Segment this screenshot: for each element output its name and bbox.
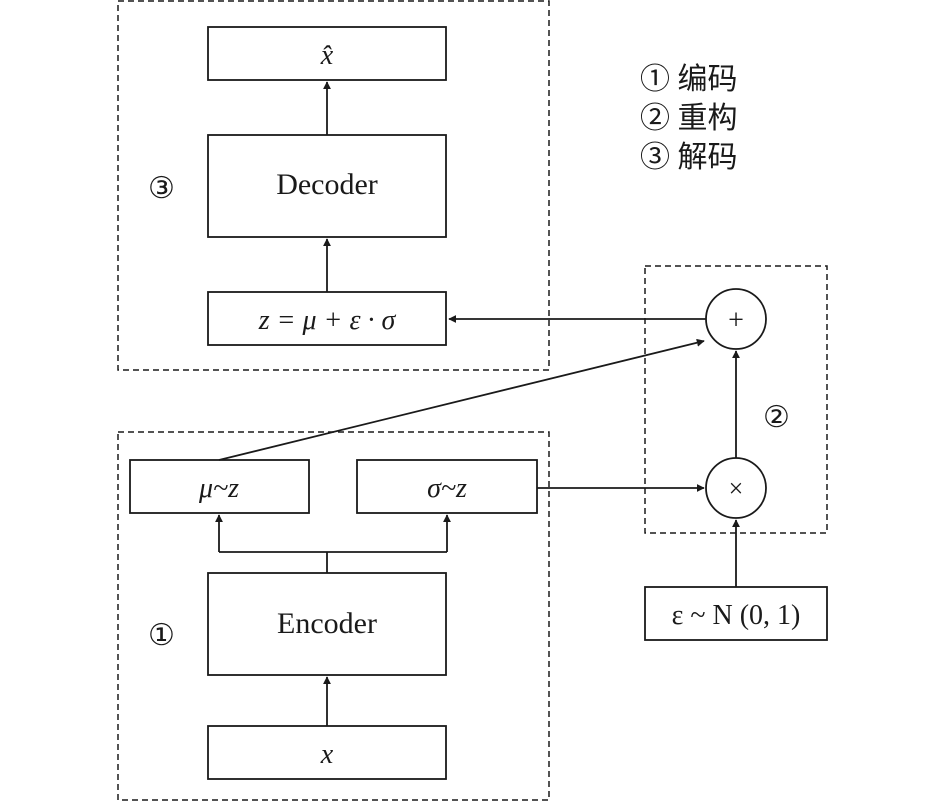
mu-z-label: μ~z [198, 473, 239, 504]
legend-item-encode: ① 编码 [640, 63, 738, 96]
decoder-box [207, 134, 447, 238]
x-input-label: x [320, 739, 334, 770]
x-hat-label: x̂ [320, 40, 334, 71]
encode-marker: ① [148, 619, 175, 652]
encoder-box [207, 572, 447, 676]
sigma-z-box [356, 459, 538, 514]
decoder-label: Decoder [276, 168, 378, 201]
epsilon-box [644, 586, 828, 641]
encoder-label: Encoder [277, 607, 377, 640]
plus-operator-label: + [728, 305, 744, 336]
sigma-z-label: σ~z [427, 473, 467, 504]
times-operator-label: × [729, 474, 744, 503]
z-formula-label: z = μ + ε · σ [258, 305, 397, 336]
mu-z-box [129, 459, 310, 514]
decode-marker: ③ [148, 172, 175, 205]
x-input-box [207, 725, 447, 780]
arrow-mu-to-plus [218, 338, 705, 461]
decode-group-frame [117, 0, 550, 371]
legend-item-reconstruct: ② 重构 [640, 102, 738, 135]
reconstruct-marker: ② [763, 401, 790, 434]
legend-item-decode: ③ 解码 [640, 141, 738, 174]
x-hat-box [207, 26, 447, 81]
epsilon-label: ε ~ N (0, 1) [672, 600, 801, 631]
